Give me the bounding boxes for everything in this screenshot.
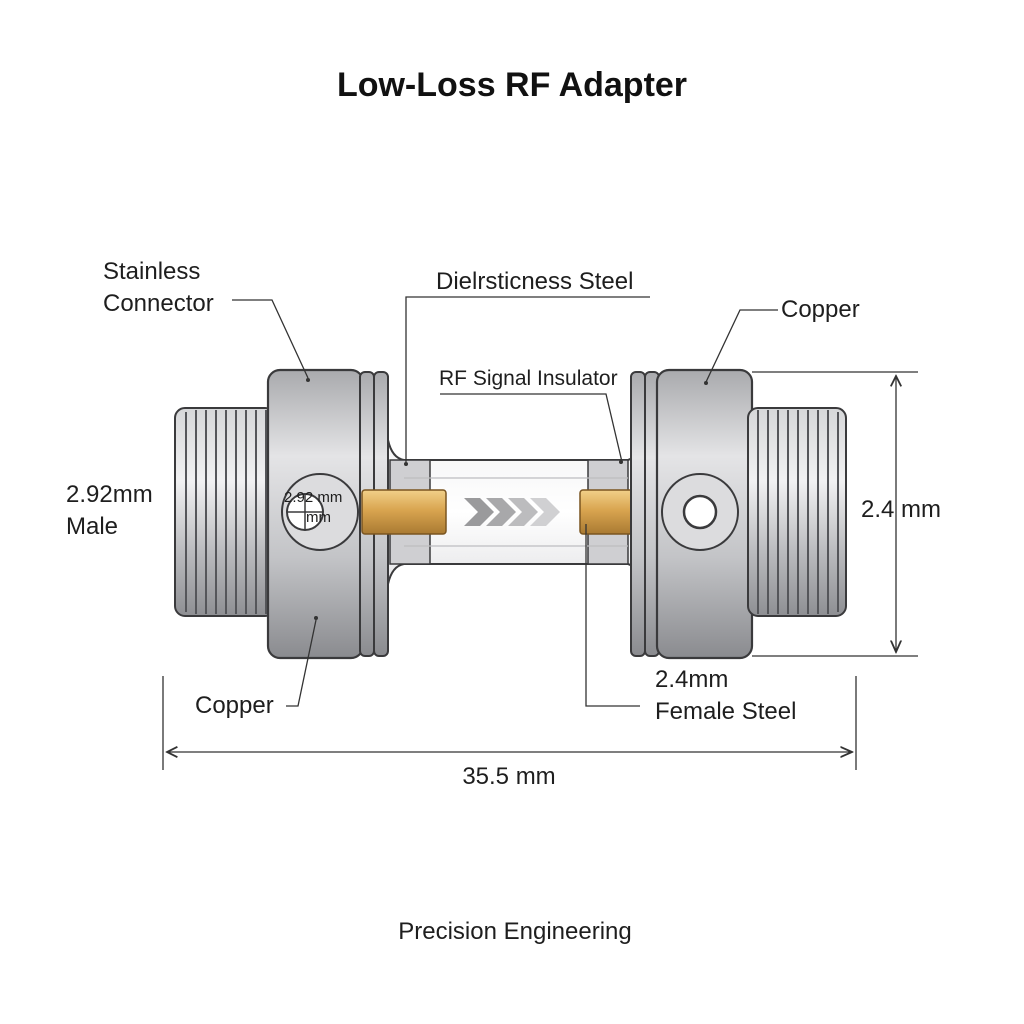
left-thread <box>174 407 276 617</box>
label-height-dimension: 2.4 mm <box>861 496 942 523</box>
label-length-dimension: 35.5 mm <box>462 763 556 790</box>
leader-lines <box>232 296 778 707</box>
label-male-port-inner: 2.92 mm mm <box>284 489 343 526</box>
left-gold-pin <box>361 489 447 535</box>
page-title: Low-Loss RF Adapter <box>336 66 688 104</box>
signal-flow-arrows <box>464 498 560 526</box>
dimension-lines <box>162 371 918 770</box>
leader-rf-insulator <box>440 393 623 463</box>
label-dielectric-steel: Dielrsticness Steel <box>436 268 634 295</box>
label-male-port: 2.92mm Male <box>66 481 153 540</box>
label-rf-insulator: RF Signal Insulator <box>439 367 618 390</box>
leader-female-port <box>585 524 640 707</box>
leader-stainless-connector <box>232 299 309 379</box>
label-copper-top: Copper <box>781 296 860 323</box>
label-female-port: 2.4mm Female Steel <box>655 666 797 725</box>
footer-caption: Precision Engineering <box>398 918 632 945</box>
right-body <box>630 368 754 660</box>
label-stainless-connector: Stainless Connector <box>103 258 214 317</box>
leader-copper-top <box>705 309 778 383</box>
female-port-hole <box>682 494 718 530</box>
leader-dielectric-steel <box>405 296 650 462</box>
label-copper-bottom: Copper <box>195 692 274 719</box>
left-body <box>266 368 389 660</box>
leader-copper-bottom <box>286 619 317 707</box>
right-thread <box>747 407 847 617</box>
